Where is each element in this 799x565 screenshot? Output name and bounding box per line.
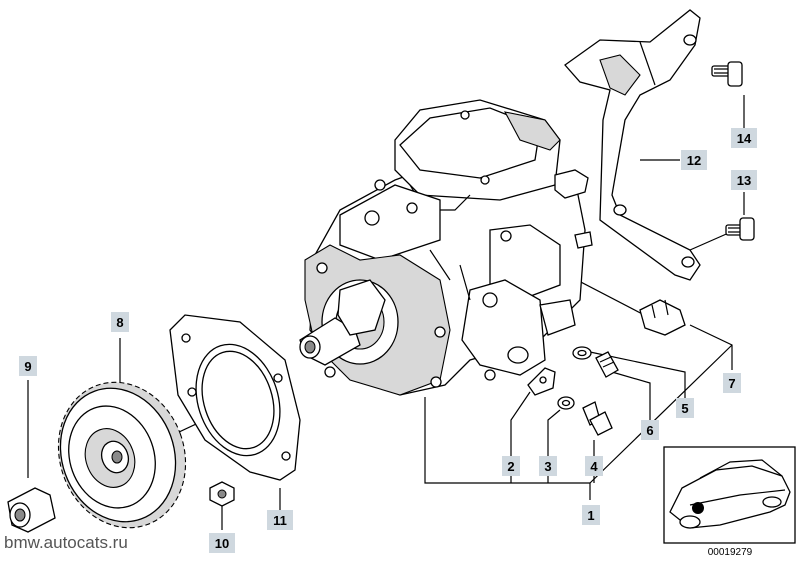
bolt-4 xyxy=(582,401,613,436)
callout-4: 4 xyxy=(585,456,603,476)
screw-6 xyxy=(595,351,619,378)
drawing-number: 00019279 xyxy=(708,547,753,558)
svg-text:4: 4 xyxy=(590,459,598,474)
svg-text:6: 6 xyxy=(646,423,653,438)
callout-7: 7 xyxy=(723,373,741,393)
svg-text:3: 3 xyxy=(544,459,551,474)
svg-text:13: 13 xyxy=(737,173,751,188)
svg-text:5: 5 xyxy=(681,401,688,416)
svg-text:10: 10 xyxy=(215,536,229,551)
svg-text:7: 7 xyxy=(728,376,735,391)
bolt-14 xyxy=(711,61,743,87)
callout-12: 12 xyxy=(681,150,707,170)
gear-8 xyxy=(57,381,187,529)
svg-text:9: 9 xyxy=(24,359,31,374)
svg-text:2: 2 xyxy=(507,459,514,474)
bracket-part xyxy=(564,9,701,281)
callout-10: 10 xyxy=(209,533,235,553)
callout-14: 14 xyxy=(731,128,757,148)
vehicle-locator-inset xyxy=(663,446,796,544)
plate-2 xyxy=(527,367,556,396)
callout-8: 8 xyxy=(111,312,129,332)
callout-13: 13 xyxy=(731,170,757,190)
watermark: bmw.autocats.ru xyxy=(4,533,128,552)
sleeve-9 xyxy=(7,487,56,533)
callout-9: 9 xyxy=(19,356,37,376)
svg-text:1: 1 xyxy=(587,508,594,523)
callout-2: 2 xyxy=(502,456,520,476)
bolt-13 xyxy=(725,217,755,241)
callout-11: 11 xyxy=(267,510,293,530)
callout-6: 6 xyxy=(641,420,659,440)
plug-7 xyxy=(639,299,686,336)
callout-labels: 1 2 3 4 5 6 7 8 xyxy=(19,128,757,553)
gasket-11 xyxy=(169,314,301,481)
svg-text:12: 12 xyxy=(687,153,701,168)
svg-text:8: 8 xyxy=(116,315,123,330)
washer-3 xyxy=(557,396,575,410)
nut-10 xyxy=(209,481,235,507)
location-marker-icon xyxy=(692,502,704,514)
svg-text:11: 11 xyxy=(273,513,287,528)
callout-5: 5 xyxy=(676,398,694,418)
injection-pump xyxy=(299,99,593,396)
callout-3: 3 xyxy=(539,456,557,476)
callout-1: 1 xyxy=(582,505,600,525)
seal-ring-5 xyxy=(572,346,592,360)
svg-text:14: 14 xyxy=(737,131,752,146)
